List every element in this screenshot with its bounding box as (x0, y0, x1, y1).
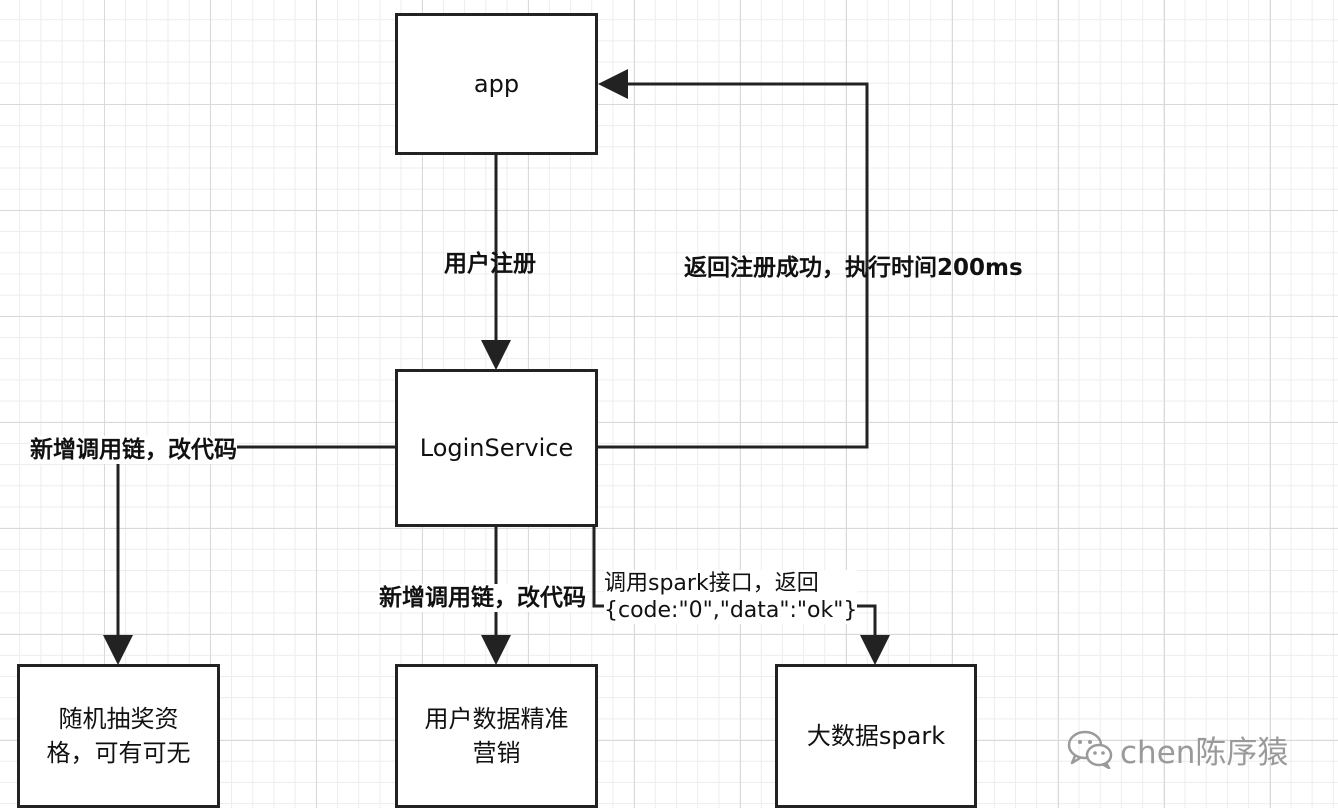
edge-label-spark-call: 调用spark接口，返回 {code:"0","data":"ok"} (604, 570, 858, 624)
edge-label-new-chain-middle: 新增调用链，改代码 (379, 584, 586, 612)
node-spark-label: 大数据spark (806, 722, 946, 750)
node-spark[interactable]: 大数据spark (775, 664, 977, 808)
node-app-label: app (473, 70, 520, 98)
watermark: chen陈序猿 (1066, 726, 1288, 772)
edge-label-spark-call-line-1: 调用spark接口，返回 (604, 571, 819, 596)
node-marketing-line-2: 营销 (472, 739, 521, 767)
wechat-icon (1067, 730, 1113, 769)
edge-loginservice-to-lottery (103, 445, 396, 665)
node-marketing-text: 用户数据精准 营销 (425, 702, 569, 770)
node-lottery[interactable]: 随机抽奖资 格，可有可无 (17, 664, 220, 808)
edge-label-register: 用户注册 (444, 251, 536, 277)
node-loginservice[interactable]: LoginService (395, 369, 598, 527)
edge-loginservice-to-app (597, 69, 869, 449)
node-marketing[interactable]: 用户数据精准 营销 (395, 664, 598, 808)
edge-label-spark-call-line-2: {code:"0","data":"ok"} (604, 598, 858, 623)
edge-label-return-success: 返回注册成功，执行时间200ms (684, 255, 1023, 281)
node-lottery-line-2: 格，可有可无 (46, 739, 191, 767)
node-lottery-line-1: 随机抽奖资 (58, 705, 179, 733)
node-loginservice-label: LoginService (419, 434, 574, 462)
watermark-text: chen陈序猿 (1120, 734, 1289, 771)
edge-label-new-chain-left: 新增调用链，改代码 (30, 436, 237, 464)
node-app[interactable]: app (395, 13, 598, 155)
node-lottery-text: 随机抽奖资 格，可有可无 (47, 702, 191, 770)
node-marketing-line-1: 用户数据精准 (424, 705, 569, 733)
